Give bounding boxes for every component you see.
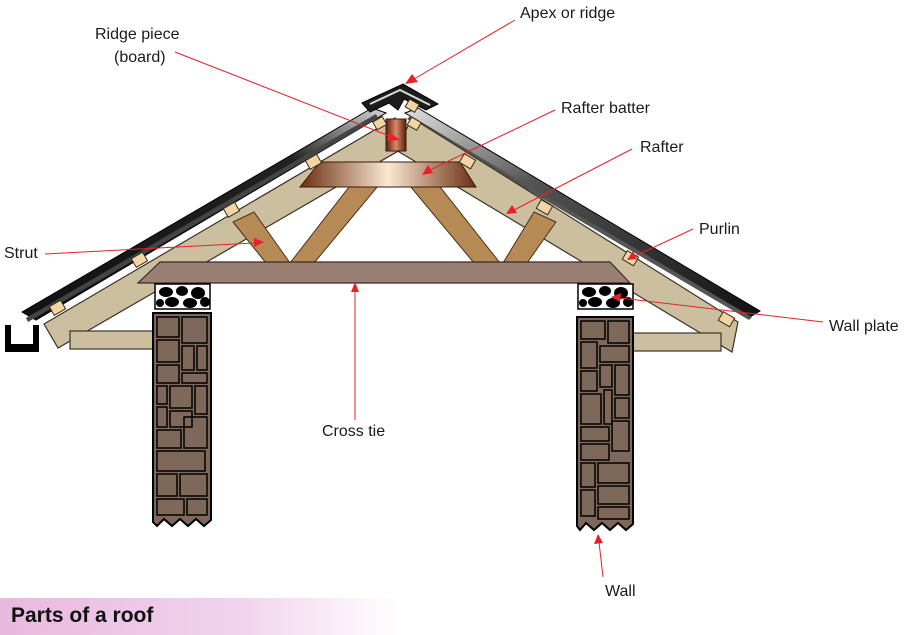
label-strut: Strut	[4, 245, 38, 262]
label-ridge-piece-line1: Ridge piece	[95, 26, 180, 43]
rafter-right	[395, 117, 739, 353]
wall-left	[152, 312, 212, 528]
purlin-r6	[717, 310, 736, 328]
roof-covering-left	[20, 107, 388, 322]
label-wall-plate: Wall plate	[829, 318, 899, 335]
label-rafter: Rafter	[640, 139, 684, 156]
roof-covering-right	[403, 107, 761, 320]
purlin-r2	[406, 116, 422, 132]
purlin-l3	[222, 201, 241, 219]
label-cross-tie: Cross tie	[322, 423, 385, 440]
label-ridge-piece-line2: (board)	[114, 49, 166, 66]
gutter	[5, 325, 39, 352]
rafter-batter-beam	[298, 161, 477, 188]
purlin-l1	[371, 115, 388, 131]
label-apex: Apex or ridge	[520, 5, 615, 22]
caption-band: Parts of a roof	[0, 598, 400, 635]
purlin-l2	[304, 153, 323, 171]
wall-right	[576, 316, 634, 532]
leader-strut	[44, 238, 264, 255]
leader-ridge-piece	[174, 51, 400, 141]
rafter-left	[43, 117, 401, 349]
leader-purlin	[627, 228, 694, 260]
label-purlin: Purlin	[699, 221, 740, 238]
purlin-l4	[130, 251, 149, 269]
diagram-caption: Parts of a roof	[11, 604, 154, 627]
label-wall: Wall	[605, 583, 636, 600]
purlin-r4	[535, 198, 554, 216]
leader-wall	[594, 534, 604, 578]
purlin-r1	[404, 98, 420, 114]
wall-plate-right	[577, 283, 634, 310]
cross-tie-beam	[136, 261, 632, 284]
label-rafter-batter: Rafter batter	[561, 100, 651, 117]
leader-apex	[405, 19, 516, 84]
leader-wall-plate	[611, 293, 824, 323]
wall-plate-left	[154, 283, 211, 310]
leader-cross-tie	[351, 282, 359, 420]
ridge-cap	[361, 83, 440, 113]
purlin-r3	[458, 152, 477, 170]
purlins	[48, 98, 736, 328]
leader-rafter	[506, 148, 633, 214]
leader-rafter-batter	[422, 109, 556, 175]
purlin-l5	[48, 299, 67, 317]
